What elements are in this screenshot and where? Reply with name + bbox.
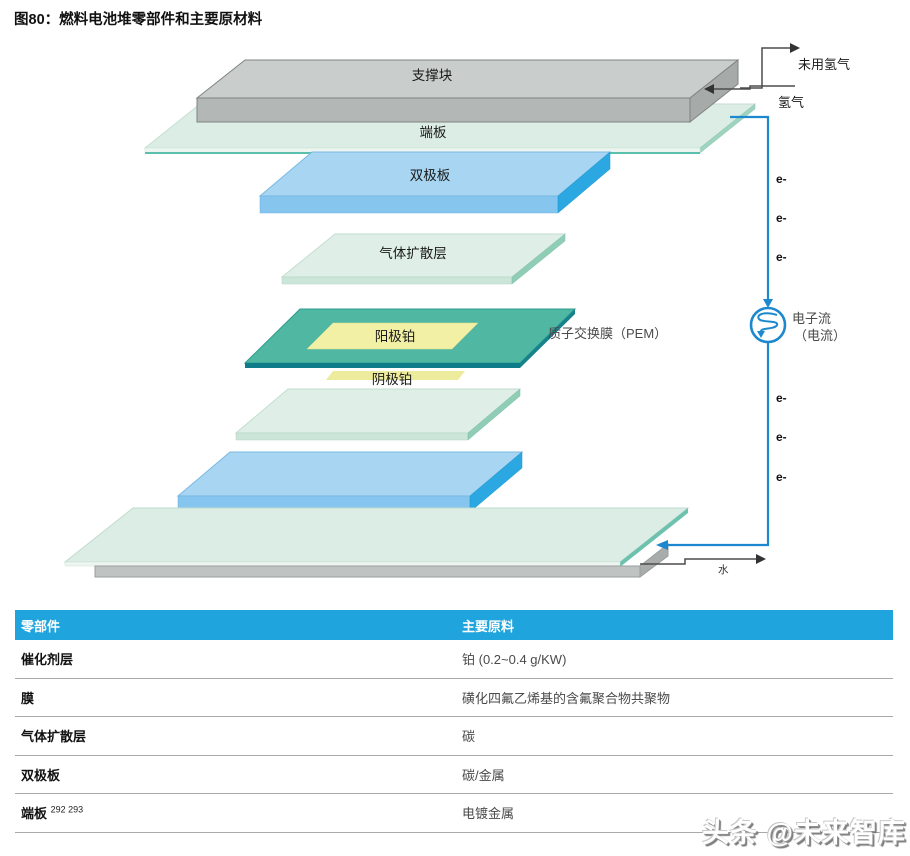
support-bar-bottom: [94, 565, 641, 578]
support-block: 支撑块: [195, 58, 740, 124]
part-name: 气体扩散层: [21, 729, 87, 745]
part-name: 催化剂层: [21, 652, 74, 668]
circuit-arrowhead-down: [763, 299, 773, 308]
bipolar-plate-bottom: [176, 451, 524, 513]
table-header-part: 零部件: [21, 618, 61, 634]
bipolar-plate-label: 双极板: [410, 168, 451, 183]
h2-arrow-line: [712, 85, 795, 90]
materials-table: 零部件 主要原料 催化剂层 铂 (0.2~0.4 g/KW) 膜 磺化四氟乙烯基…: [15, 610, 893, 833]
end-plate-bottom: [63, 507, 690, 578]
material-value: 碳: [462, 729, 476, 745]
cathode-catalyst: 阴极铂: [326, 371, 465, 387]
table-row: 催化剂层 铂 (0.2~0.4 g/KW): [15, 640, 893, 679]
pem-label: 质子交换膜（PEM）: [548, 326, 667, 341]
electron-label: e-: [776, 470, 787, 484]
electron-label: e-: [776, 250, 787, 264]
end-plate-label: 端板: [420, 125, 447, 140]
part-name: 膜: [21, 690, 35, 706]
table-row: 端板 292 293 电镀金属: [15, 794, 893, 833]
unused-h2-arrow-line: [740, 47, 792, 89]
material-value: 磺化四氟乙烯基的含氟聚合物共聚物: [462, 690, 671, 706]
electron-label: e-: [776, 430, 787, 444]
anode-catalyst-patch: [306, 322, 479, 350]
support-block-label: 支撑块: [412, 68, 453, 83]
part-name: 双极板: [21, 767, 61, 783]
cathode-pt-label: 阴极铂: [372, 372, 413, 387]
circuit-arrowhead-left: [656, 540, 668, 550]
water-arrow-line: [640, 558, 758, 565]
table-row: 气体扩散层 碳: [15, 717, 893, 756]
unused-h2-label: 未用氢气: [798, 57, 850, 72]
hydrogen-flow-arrows: [640, 43, 800, 565]
anode-pt-label: 阳极铂: [375, 329, 416, 344]
footnote-refs: 292 293: [50, 804, 84, 815]
h2-label: 氢气: [778, 95, 804, 110]
material-value: 碳/金属: [462, 767, 505, 783]
bipolar-plate-top: 双极板: [258, 151, 612, 214]
table-header-material: 主要原料: [462, 618, 515, 634]
water-arrowhead: [756, 554, 766, 564]
electron-label: e-: [776, 391, 787, 405]
fuel-cell-stack-diagram: 支撑块 端板 双极板 气体扩散层 阳极铂 质子交换膜（PEM）: [63, 43, 850, 578]
table-row: 双极板 碳/金属: [15, 755, 893, 794]
electron-label: e-: [776, 211, 787, 225]
pem-membrane: 阳极铂 质子交换膜（PEM）: [243, 308, 667, 368]
h2-arrowhead: [704, 84, 714, 94]
electron-label: e-: [776, 172, 787, 186]
unused-h2-arrowhead: [790, 43, 800, 53]
material-value: 铂 (0.2~0.4 g/KW): [462, 652, 567, 668]
material-value: 电镀金属: [462, 806, 515, 822]
figure-title: 图80：燃料电池堆零部件和主要原材料: [14, 12, 263, 28]
cathode-catalyst-patch: [326, 371, 465, 380]
gas-diffusion-layer-label: 气体扩散层: [379, 246, 447, 261]
electron-flow-label-2: （电流）: [794, 328, 846, 343]
water-label: 水: [718, 564, 729, 576]
gas-diffusion-layer-top: 气体扩散层: [280, 233, 567, 285]
table-header-row: 零部件 主要原料: [15, 610, 893, 640]
electron-circuit: [656, 115, 787, 550]
electron-flow-label-1: 电子流: [792, 311, 831, 326]
part-name: 端板 292 293: [21, 804, 84, 822]
watermark: 头条 @未来智库: [702, 818, 906, 848]
gas-diffusion-layer-bottom: [234, 388, 522, 441]
table-row: 膜 磺化四氟乙烯基的含氟聚合物共聚物: [15, 678, 893, 717]
